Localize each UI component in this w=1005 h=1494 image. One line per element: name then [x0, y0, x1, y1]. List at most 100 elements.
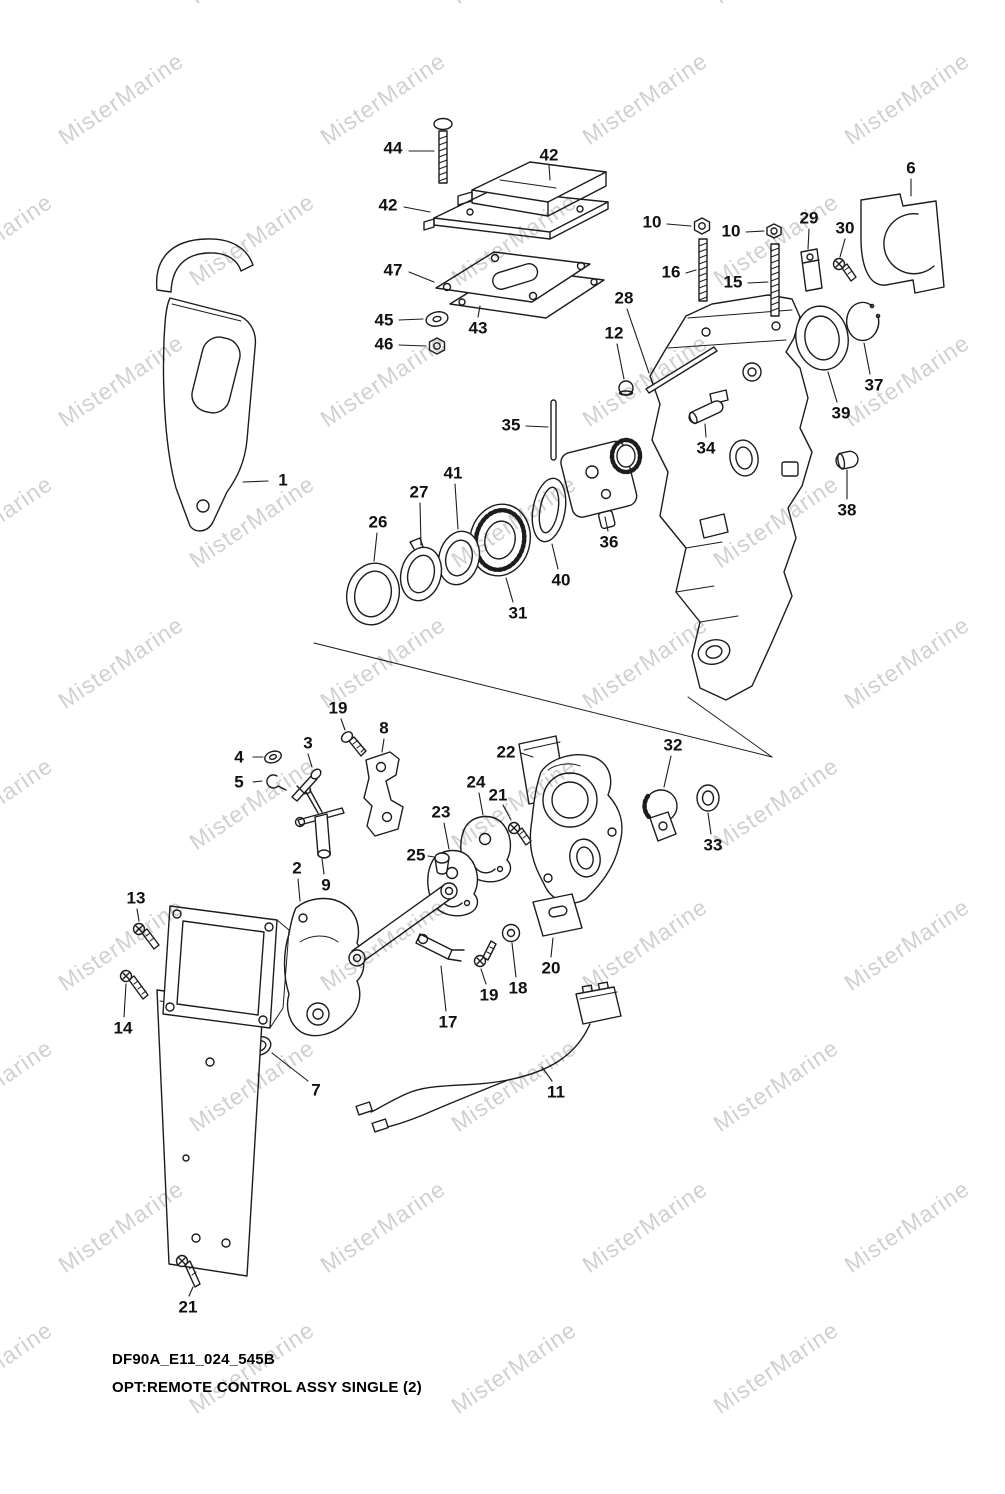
leader-line-8 [381, 738, 385, 753]
part-27-washer [399, 537, 443, 602]
leader-line-26 [373, 532, 378, 562]
part-5-clip [266, 774, 287, 791]
leader-line-28 [626, 308, 650, 374]
part-8-bracket [363, 751, 404, 837]
leader-line-45 [398, 318, 424, 321]
part-33-grommet [696, 784, 720, 812]
leader-line-11 [541, 1066, 553, 1082]
part-34-pin [688, 400, 724, 425]
leader-line-2 [297, 878, 301, 902]
separation-lines [313, 642, 773, 758]
part-29-bracket [800, 248, 823, 292]
leader-line-7 [271, 1052, 309, 1082]
part-46-nut [428, 337, 446, 355]
leader-line-1 [242, 480, 269, 483]
leader-line-22 [520, 752, 534, 758]
part-44-screw [433, 117, 453, 184]
footer: DF90A_E11_024_545B OPT:REMOTE CONTROL AS… [112, 1346, 422, 1402]
part-2-cover [283, 897, 365, 1037]
leader-line-42 [548, 164, 551, 181]
leader-line-10 [666, 223, 692, 227]
leader-line-20 [550, 937, 554, 958]
leader-line-19 [340, 718, 346, 731]
leader-line-19 [480, 968, 487, 985]
part-15-stud [770, 243, 780, 317]
leader-line-47 [408, 271, 435, 283]
leader-line-43 [477, 305, 481, 318]
leader-line-18 [511, 942, 517, 978]
leader-lines [123, 150, 912, 1297]
part-28-rod [645, 346, 718, 394]
part-12-cap [618, 380, 634, 396]
part-20-bracket [532, 893, 583, 937]
leader-line-24 [478, 792, 484, 816]
control-housing [529, 754, 623, 904]
mount-bracket [162, 905, 290, 1029]
part-40-ring [531, 477, 567, 543]
leader-line-33 [707, 812, 712, 835]
leader-line-29 [807, 228, 810, 250]
part-17-link [348, 882, 465, 967]
part-39-bushing [795, 305, 849, 371]
leader-line-34 [704, 423, 707, 438]
leader-line-10 [745, 230, 765, 233]
main-housing [649, 294, 813, 701]
part-10-nut-left [693, 217, 711, 235]
leader-line-31 [505, 577, 514, 603]
leader-line-9 [321, 858, 325, 875]
drawing-code: DF90A_E11_024_545B [112, 1351, 275, 1368]
leader-line-21 [188, 1286, 194, 1297]
leader-line-42 [403, 206, 431, 213]
part-38-cap [835, 450, 859, 470]
leader-line-36 [604, 516, 609, 532]
part-16-stud [698, 238, 708, 302]
leader-line-23 [443, 822, 450, 850]
part-42-bracket [457, 161, 607, 217]
leader-line-15 [747, 281, 769, 284]
part-6-clamp [860, 193, 945, 294]
leader-line-46 [398, 344, 427, 347]
part-19-screw-top [340, 731, 367, 757]
part-11-switch-cable [355, 981, 622, 1133]
leader-line-30 [839, 238, 846, 258]
leader-line-14 [123, 983, 127, 1018]
part-4-washer [264, 750, 282, 764]
mount-plate [156, 989, 264, 1277]
leader-line-25 [427, 855, 435, 858]
leader-line-12 [616, 343, 625, 380]
leader-line-41 [454, 483, 459, 530]
leader-line-39 [827, 371, 838, 403]
part-18-washer [501, 923, 521, 943]
leader-line-5 [252, 780, 263, 783]
part-41-washer [437, 530, 481, 586]
part-35-pin [550, 399, 557, 461]
leader-line-40 [551, 543, 559, 570]
part-19-screw-bottom [473, 940, 497, 968]
part-1-control-lever [155, 238, 257, 532]
leader-line-13 [136, 908, 140, 922]
part-14-screw [119, 969, 149, 1000]
part-13-screw [132, 922, 160, 950]
part-25-pin [434, 852, 450, 875]
leader-line-17 [440, 965, 447, 1012]
part-3-pin [291, 768, 322, 802]
leader-line-3 [307, 753, 313, 768]
part-36-gear-unit [560, 437, 643, 530]
leader-line-37 [863, 342, 871, 375]
leader-line-35 [525, 425, 549, 428]
part-10-nut-right [766, 223, 782, 239]
part-37-snap-ring [845, 301, 881, 342]
part-30-screw [832, 257, 857, 282]
part-21-screw-mid [507, 821, 532, 846]
drawing-title: OPT:REMOTE CONTROL ASSY SINGLE (2) [112, 1379, 422, 1396]
part-47-plate [435, 251, 591, 303]
part-26-ring [345, 562, 401, 626]
part-45-washer [425, 311, 449, 327]
part-9-shaft [294, 785, 345, 859]
leader-line-21 [502, 804, 512, 821]
part-32-gear [642, 789, 678, 842]
part-21-screw-bottom [175, 1254, 201, 1288]
leader-line-16 [685, 269, 697, 274]
